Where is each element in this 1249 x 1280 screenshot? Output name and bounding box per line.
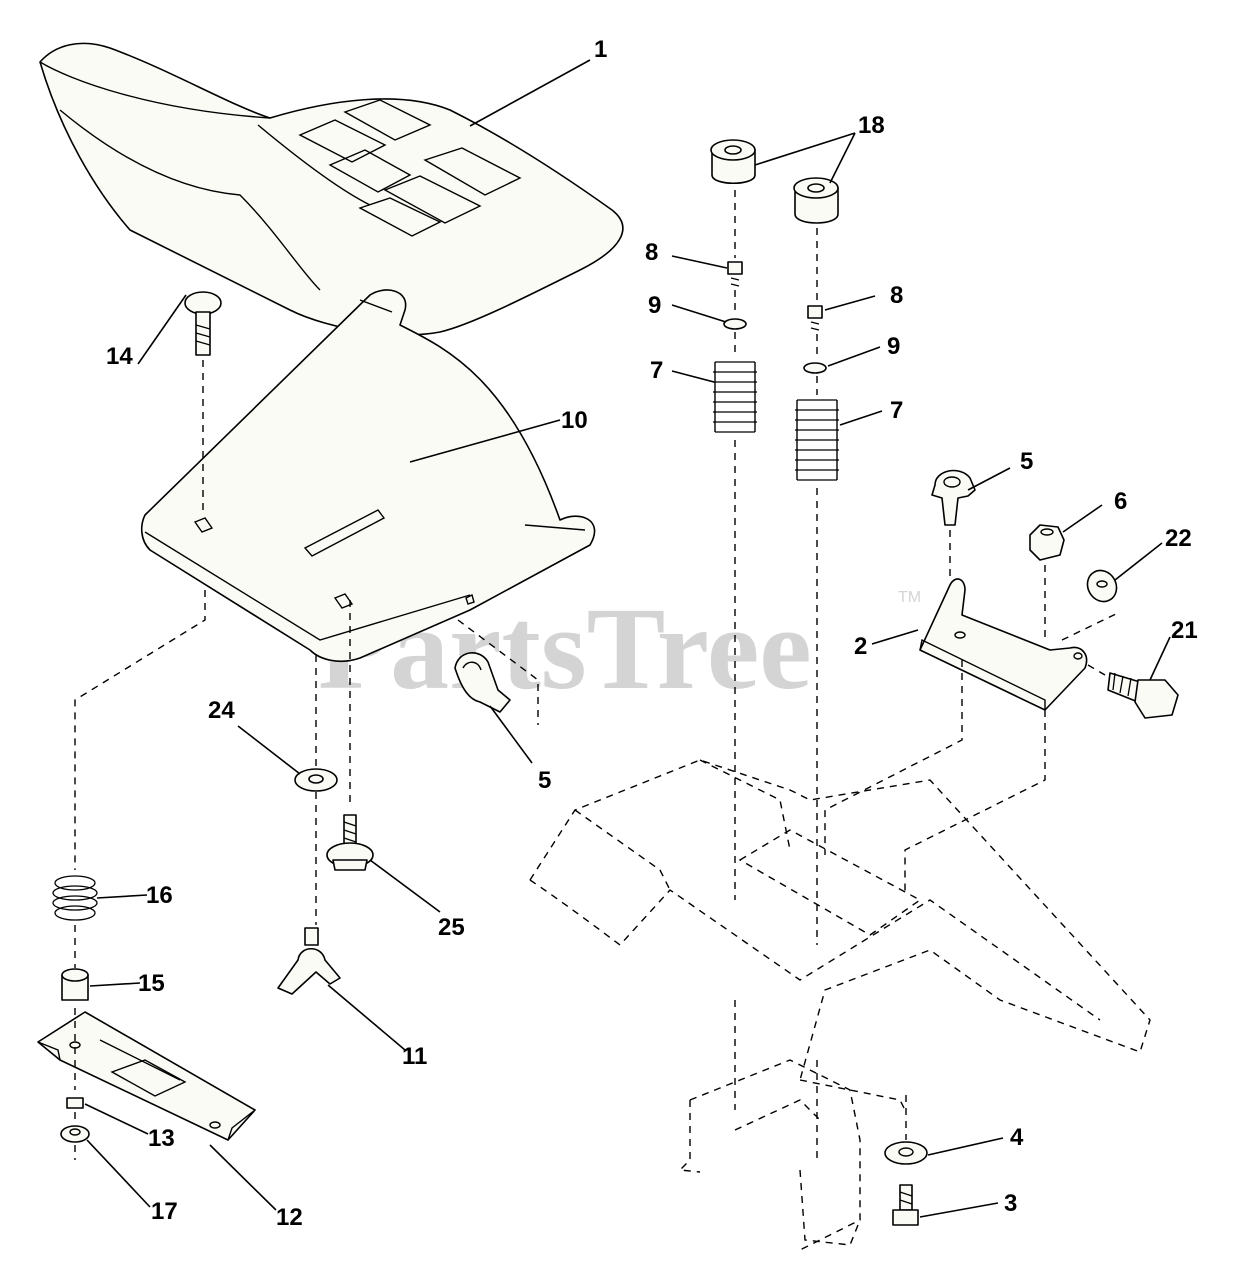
bolt-21 — [1107, 672, 1179, 719]
washers-9 — [723, 318, 827, 374]
callout-24: 24 — [208, 697, 235, 724]
callout-17: 17 — [151, 1198, 178, 1225]
bushings — [710, 139, 839, 224]
callout-15: 15 — [138, 970, 165, 997]
adjustment-plate — [37, 1011, 256, 1141]
callout-8a: 8 — [645, 239, 658, 266]
callout-22: 22 — [1165, 525, 1192, 552]
tractor-frame — [529, 759, 1151, 1251]
callout-25: 25 — [438, 914, 465, 941]
callout-9a: 9 — [648, 292, 661, 319]
springs-7 — [713, 361, 839, 481]
bolts-8 — [727, 261, 823, 331]
seat-clip-right — [931, 469, 976, 526]
seat-pads — [298, 99, 522, 237]
callout-1: 1 — [594, 36, 607, 63]
seat-spring — [52, 875, 98, 921]
callout-5b: 5 — [1020, 448, 1033, 475]
callout-7a: 7 — [650, 357, 663, 384]
spacer-15 — [61, 968, 89, 1001]
assembly-lines — [74, 190, 1121, 1160]
callout-3: 3 — [1004, 1190, 1017, 1217]
callout-7b: 7 — [890, 397, 903, 424]
leader-lines — [84, 59, 1171, 1218]
callout-18: 18 — [858, 112, 885, 139]
seat — [39, 42, 624, 336]
callout-10: 10 — [561, 407, 588, 434]
carriage-bolt — [184, 291, 222, 356]
callout-11: 11 — [402, 1043, 427, 1070]
callout-12: 12 — [276, 1204, 303, 1231]
callout-6: 6 — [1114, 488, 1127, 515]
nut-22 — [1086, 569, 1118, 603]
callout-14: 14 — [106, 343, 133, 370]
callouts: 1 18 8 8 9 9 7 7 14 10 5 6 22 21 2 24 5 … — [106, 36, 1198, 1231]
callout-9b: 9 — [887, 333, 900, 360]
nut-6 — [1029, 524, 1065, 561]
callout-16: 16 — [146, 882, 173, 909]
bolt-3 — [892, 1184, 919, 1226]
shoulder-bolt — [326, 814, 374, 871]
watermark-trademark: TM — [898, 589, 921, 606]
callout-2: 2 — [854, 633, 867, 660]
washer-24 — [294, 768, 338, 792]
seat-bracket — [919, 578, 1088, 711]
callout-4: 4 — [1010, 1124, 1024, 1151]
callout-8b: 8 — [890, 282, 903, 309]
callout-5a: 5 — [538, 767, 551, 794]
seat-knob — [277, 927, 341, 995]
washer-4 — [884, 1141, 928, 1165]
callout-13: 13 — [148, 1125, 175, 1152]
nut-13 — [66, 1097, 84, 1109]
callout-21: 21 — [1171, 617, 1198, 644]
lock-nut-17 — [60, 1125, 90, 1143]
seat-pan — [140, 289, 596, 662]
seat-clip-left — [454, 652, 511, 713]
